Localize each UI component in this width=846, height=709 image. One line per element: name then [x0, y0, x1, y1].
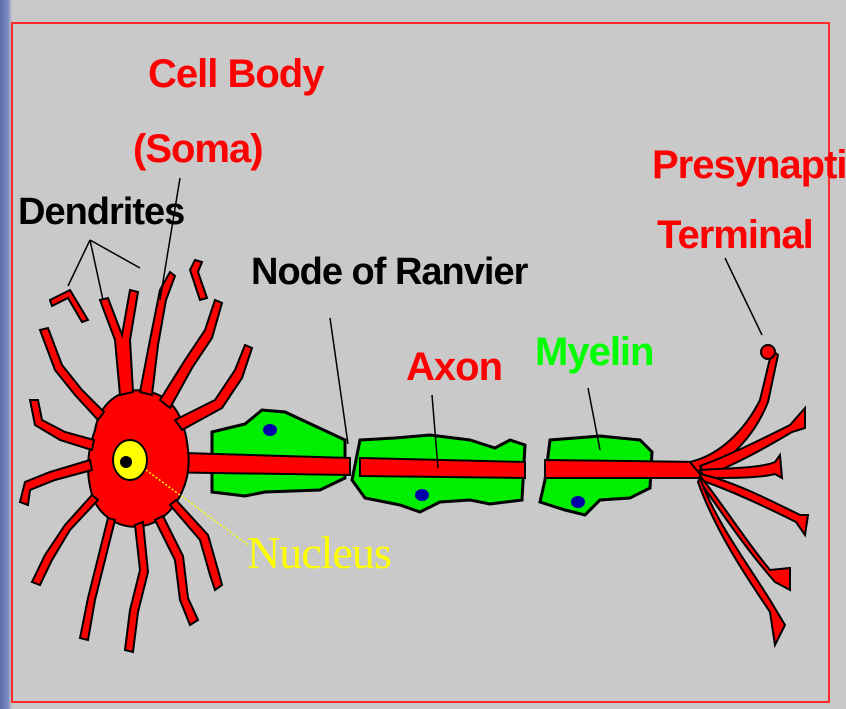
schwann-nucleus-1: [263, 424, 277, 436]
nucleolus: [120, 456, 132, 468]
schwann-nucleus-2: [415, 489, 429, 501]
label-dendrites: Dendrites: [18, 193, 184, 231]
label-node-of-ranvier: Node of Ranvier: [251, 253, 527, 291]
myelin-segment-1: [212, 410, 345, 496]
label-soma: (Soma): [133, 129, 263, 169]
schwann-nucleus-3: [571, 496, 585, 508]
label-terminal: Terminal: [657, 215, 813, 255]
node-of-ranvier-leader-line: [330, 318, 348, 444]
label-presynaptic: Presynaptic: [652, 145, 846, 185]
presynaptic-terminals: [690, 345, 808, 645]
label-myelin: Myelin: [535, 332, 653, 372]
label-nucleus: Nucleus: [247, 530, 391, 576]
label-cell-body: Cell Body: [148, 54, 323, 94]
label-axon: Axon: [406, 347, 502, 387]
presynaptic-leader-line: [725, 258, 762, 335]
